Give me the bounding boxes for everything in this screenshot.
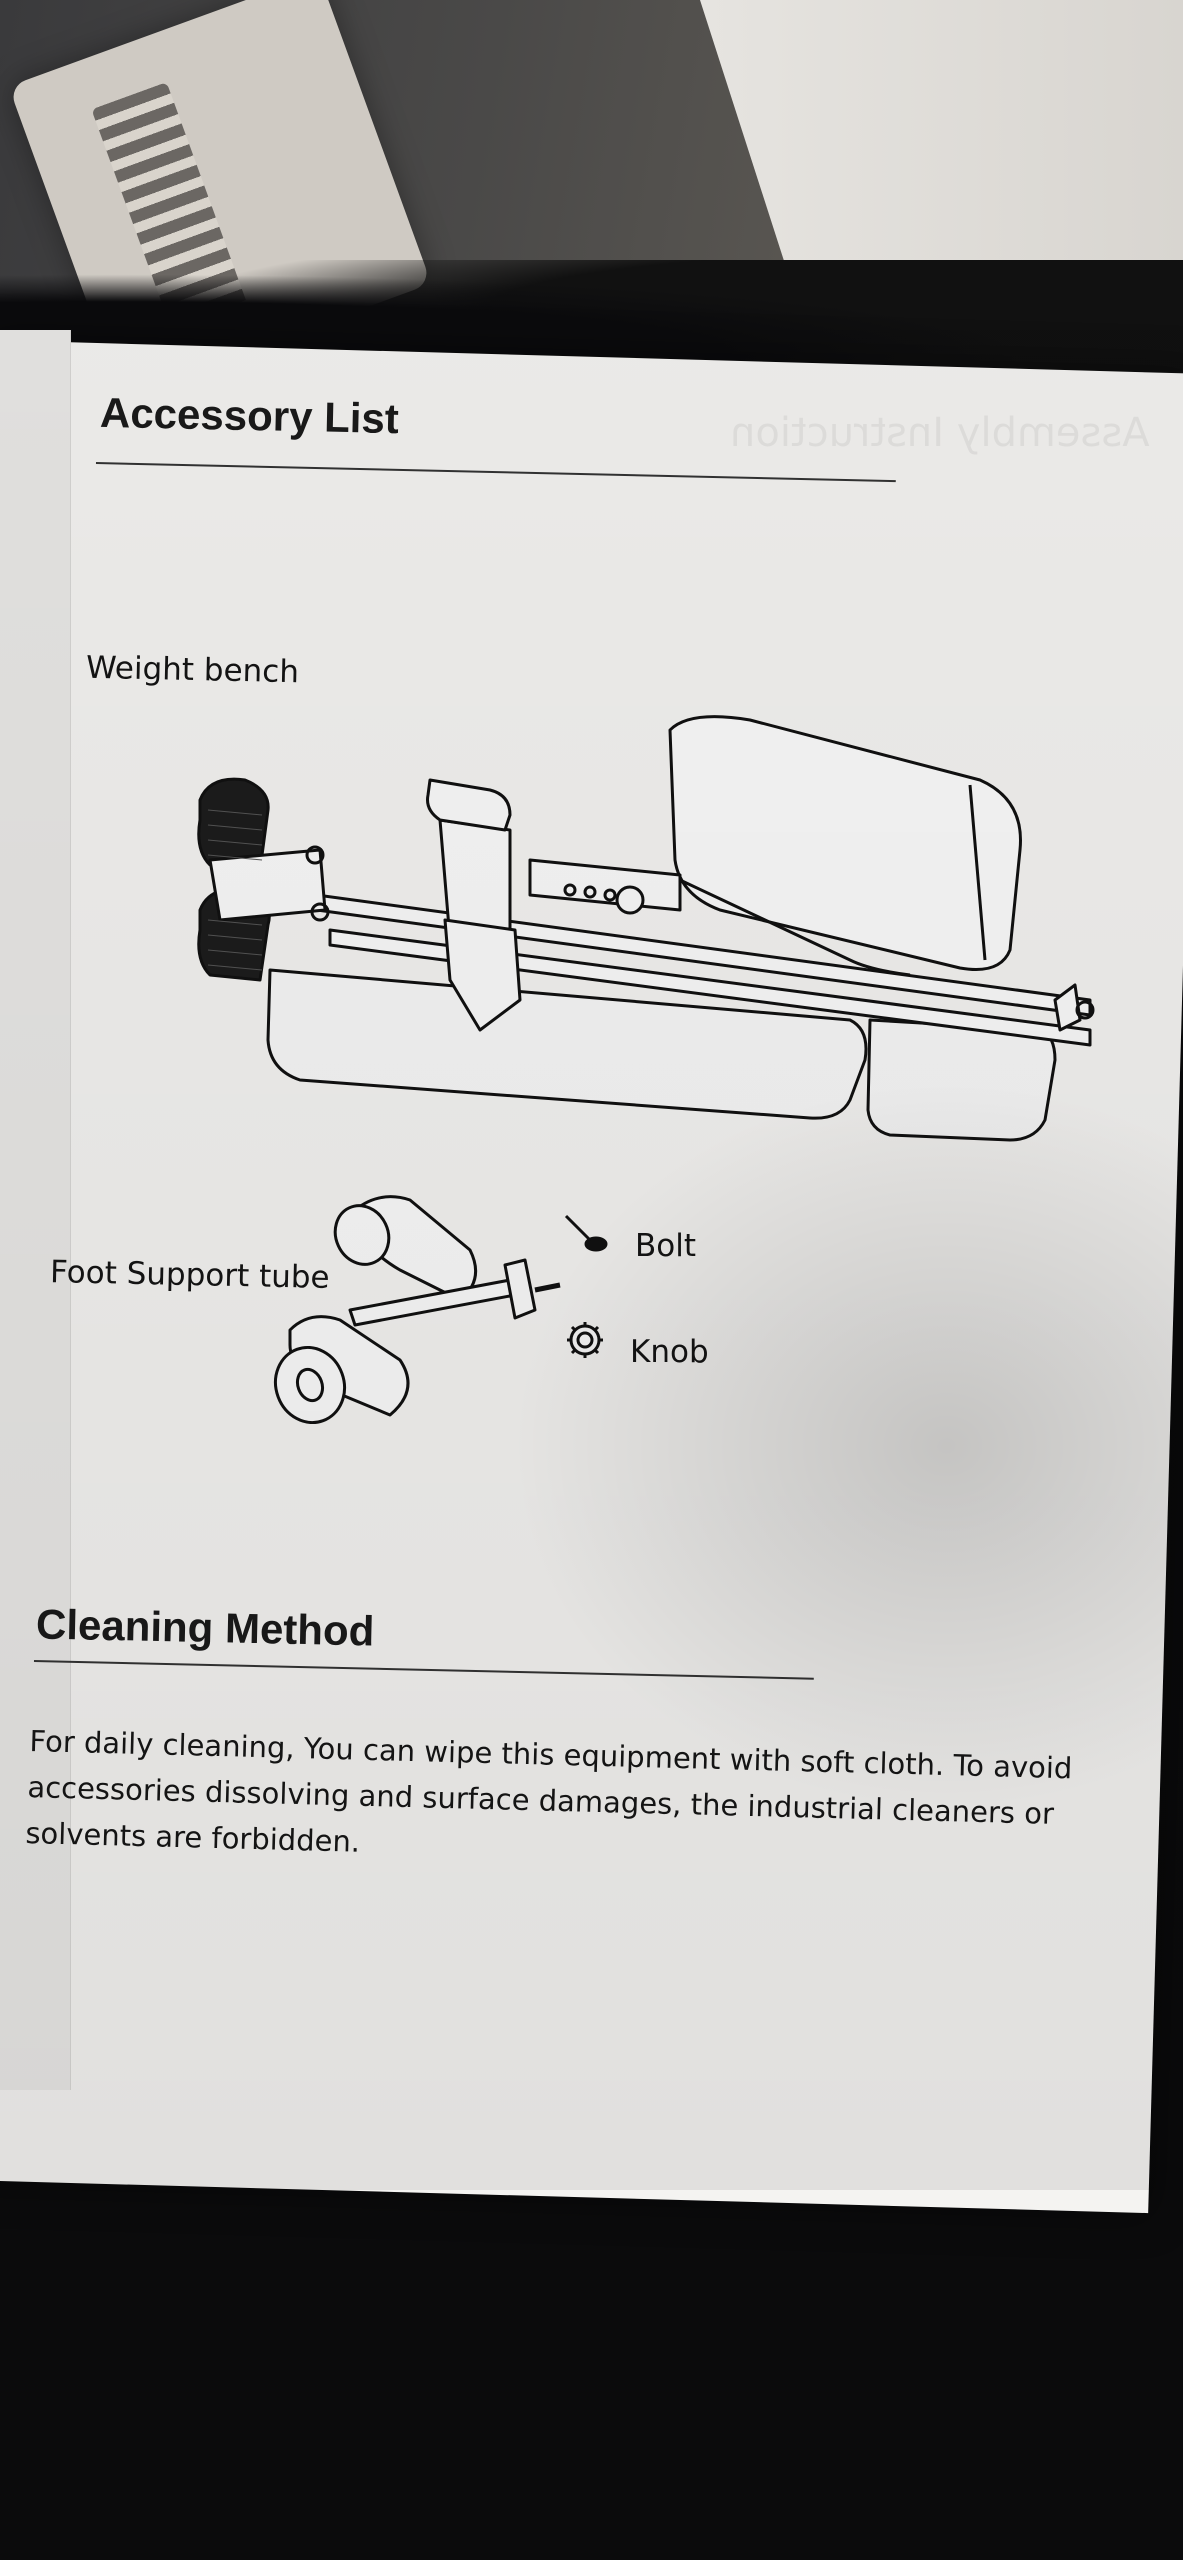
knob-label: Knob — [630, 1334, 709, 1370]
cleaning-text-line-3: solvents are forbidden. — [25, 1815, 361, 1859]
weight-bench-illustration — [197, 715, 1095, 1142]
previous-page-edge — [0, 330, 71, 2090]
knob-icon — [567, 1322, 603, 1358]
show-through-title: Assembly Instruction — [730, 410, 1150, 456]
weight-bench-label: Weight bench — [85, 649, 300, 691]
foot-support-tube-illustration — [274, 1195, 561, 1425]
bolt-icon — [564, 1214, 608, 1252]
cleaning-method-title: Cleaning Method — [35, 1600, 375, 1655]
bolt-label: Bolt — [635, 1228, 697, 1264]
accessory-list-title: Accessory List — [99, 388, 400, 443]
